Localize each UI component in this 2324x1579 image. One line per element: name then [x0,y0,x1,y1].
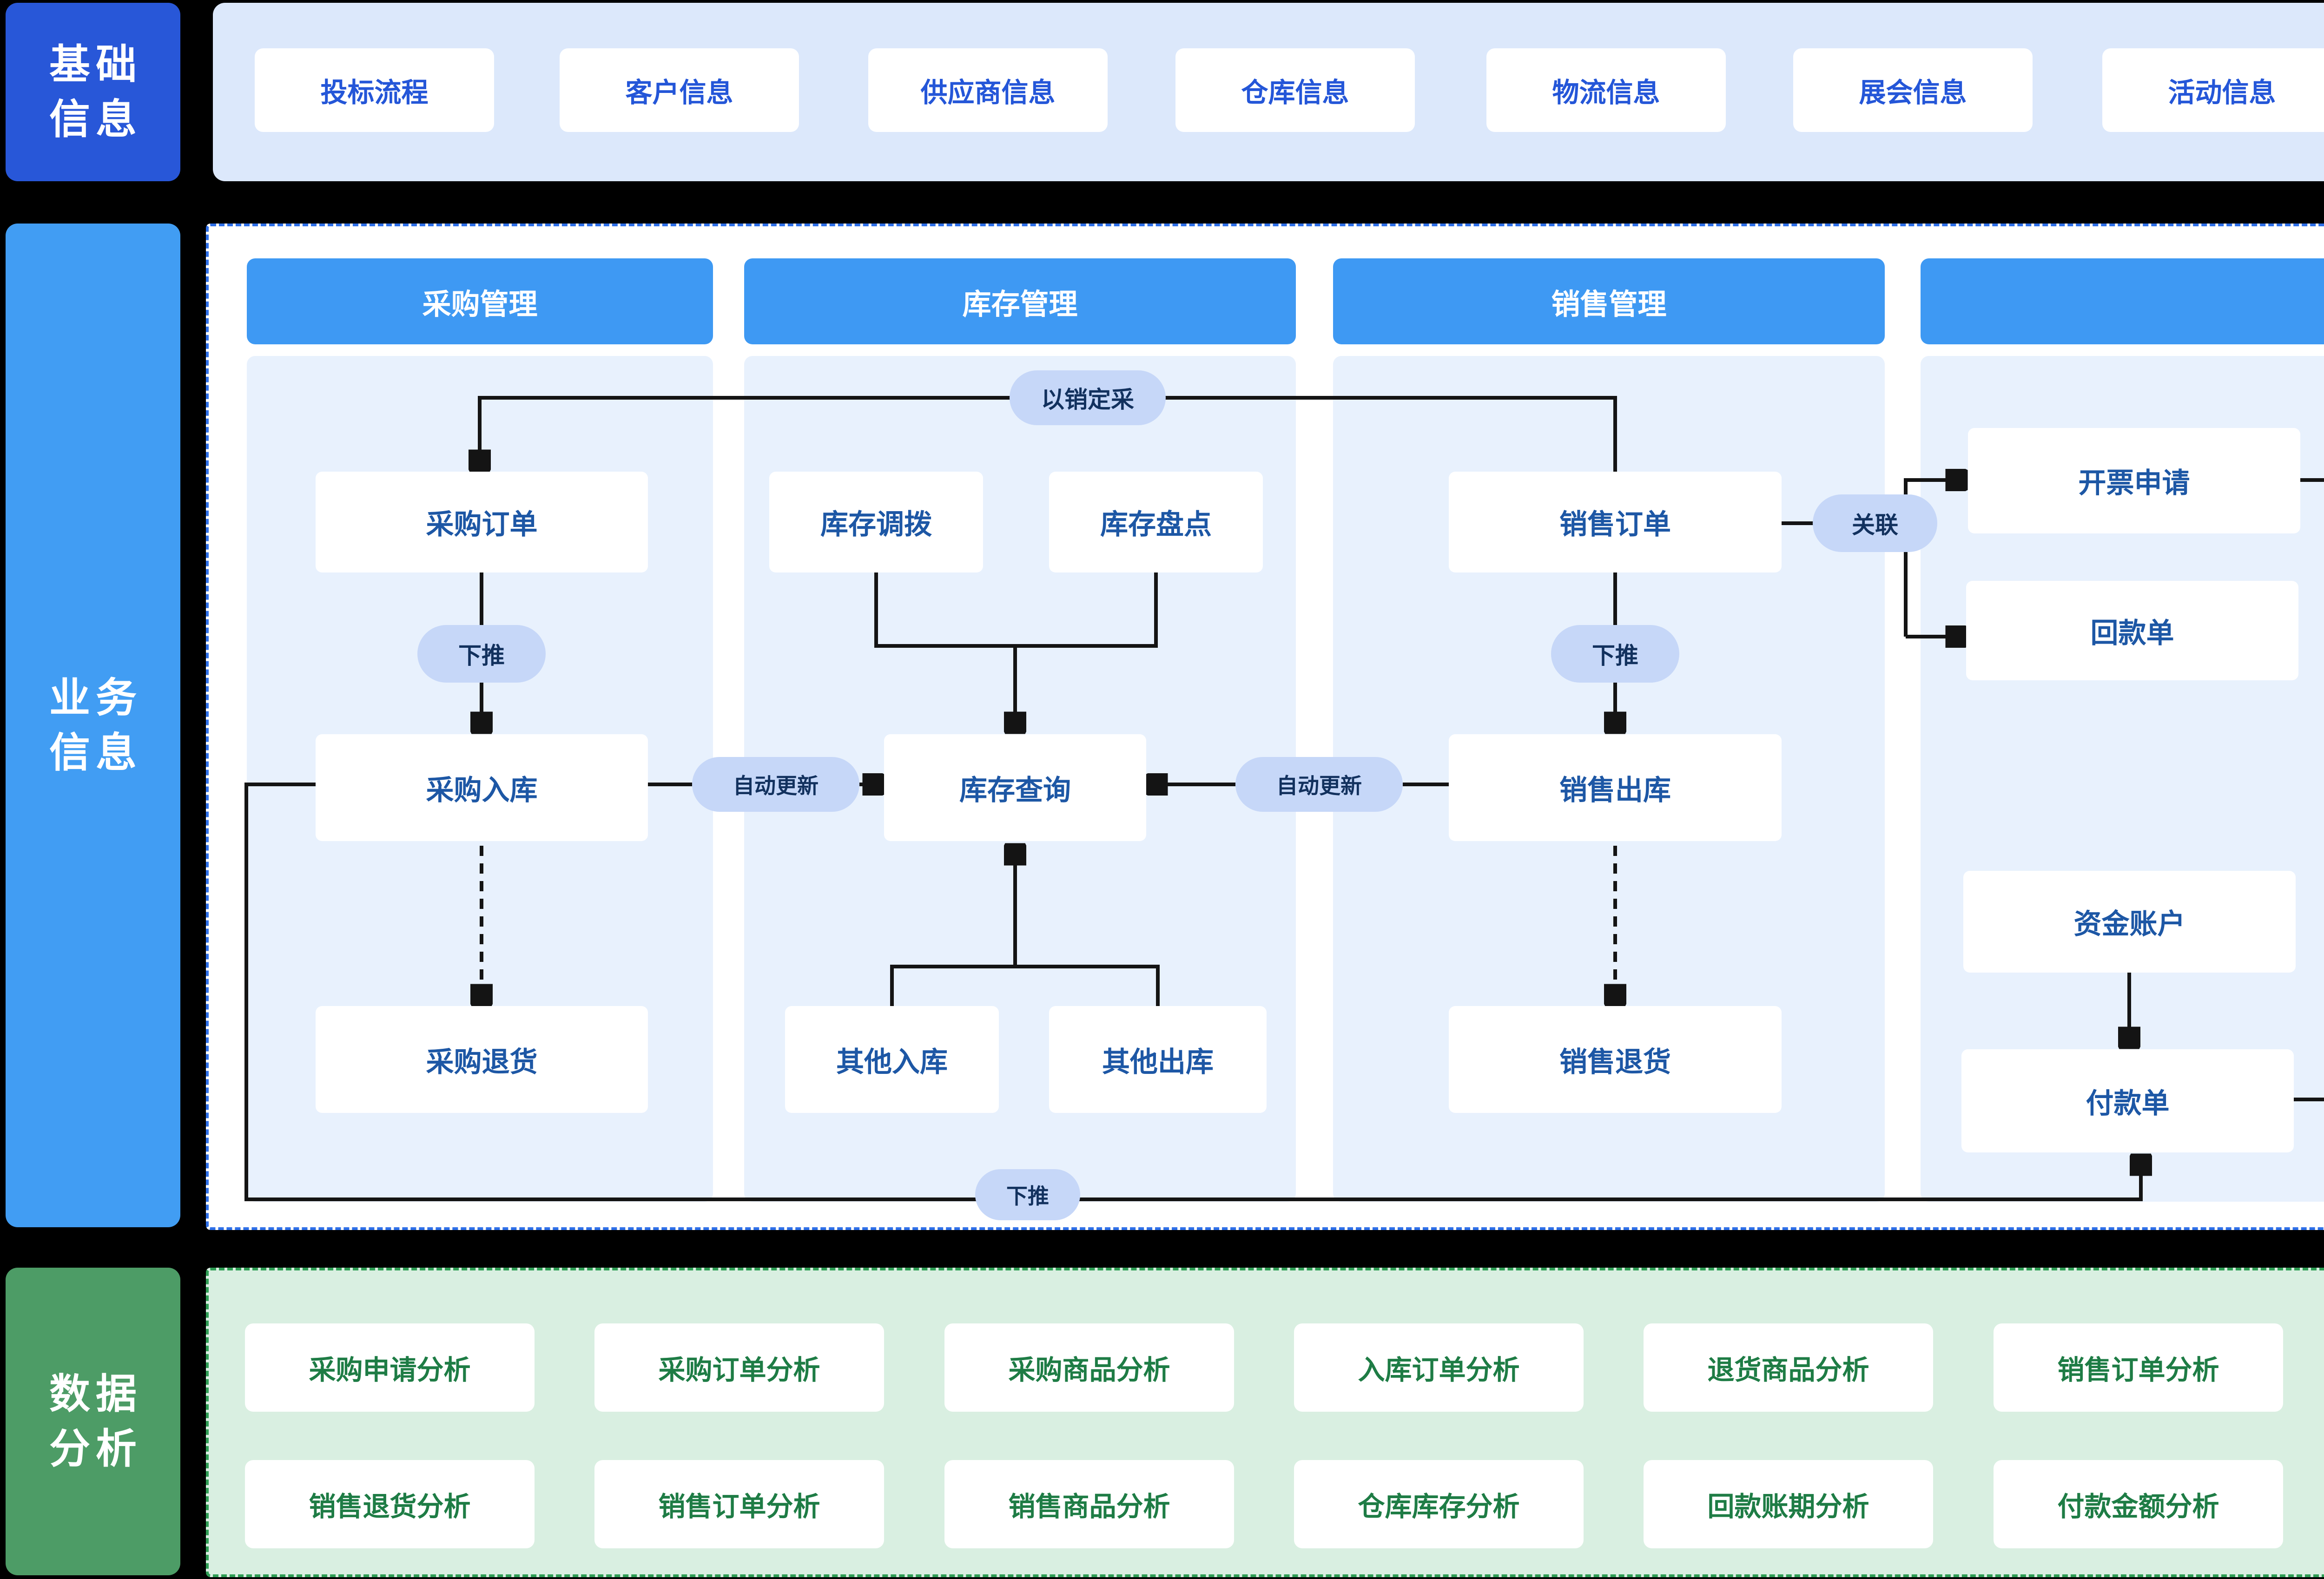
analysis-purchase-goods[interactable]: 采购商品分析 [944,1323,1234,1412]
section-label-line: 信息 [49,730,142,776]
section-label-line: 数据 [49,1371,142,1417]
base-item-warehouse-info[interactable]: 仓库信息 [1175,48,1415,132]
pill-sales-driven-purchase: 以销定采 [1010,370,1166,425]
node-purchase-return[interactable]: 采购退货 [316,1006,648,1113]
base-item-supplier-info[interactable]: 供应商信息 [868,48,1108,132]
node-inventory-count[interactable]: 库存盘点 [1049,472,1263,572]
node-purchase-inbound[interactable]: 采购入库 [316,734,648,841]
node-sales-order[interactable]: 销售订单 [1449,472,1782,572]
section-label-line: 分析 [49,1426,142,1472]
connector-other-in-out-bus [890,965,1160,1006]
node-other-outbound[interactable]: 其他出库 [1049,1006,1267,1113]
column-header-finance: 财务管理 [1921,258,2324,344]
pill-auto-update-left: 自动更新 [692,757,859,812]
node-inventory-transfer[interactable]: 库存调拨 [769,472,983,572]
node-receipt-note[interactable]: 回款单 [1966,581,2298,680]
node-inventory-query[interactable]: 库存查询 [884,734,1146,841]
column-header-purchase: 采购管理 [247,258,713,344]
connector-invoice-request-to-invoice-group [2300,478,2324,482]
connector-transfer-count-bus [874,572,1158,648]
analysis-sales-goods[interactable]: 销售商品分析 [944,1460,1234,1548]
pill-relate: 关联 [1813,494,1937,552]
analysis-receipt-period[interactable]: 回款账期分析 [1644,1460,1933,1548]
column-header-inventory: 库存管理 [744,258,1296,344]
node-other-inbound[interactable]: 其他入库 [785,1006,999,1113]
column-header-sales: 销售管理 [1333,258,1885,344]
base-item-bidding-process[interactable]: 投标流程 [255,48,494,132]
base-item-activity-info[interactable]: 活动信息 [2102,48,2324,132]
base-item-logistics-info[interactable]: 物流信息 [1486,48,1726,132]
analysis-inbound-order[interactable]: 入库订单分析 [1294,1323,1584,1412]
analysis-payment-amount[interactable]: 付款金额分析 [1994,1460,2283,1548]
node-payment-note[interactable]: 付款单 [1961,1049,2294,1152]
base-item-customer-info[interactable]: 客户信息 [560,48,799,132]
analysis-purchase-order[interactable]: 采购订单分析 [594,1323,884,1412]
node-sales-return[interactable]: 销售退货 [1449,1006,1782,1113]
section-label-line: 业务 [49,675,142,721]
section-label-line: 信息 [49,96,142,142]
section-label-base-info: 基础 信息 [6,3,180,181]
pill-auto-update-right: 自动更新 [1235,757,1403,812]
node-fund-account[interactable]: 资金账户 [1963,871,2296,973]
base-item-exhibition-info[interactable]: 展会信息 [1793,48,2033,132]
section-label-line: 基础 [49,41,142,88]
analysis-sales-order-row1[interactable]: 销售订单分析 [1994,1323,2283,1412]
node-invoice-request[interactable]: 开票申请 [1968,428,2300,533]
node-purchase-order[interactable]: 采购订单 [316,472,648,572]
section-label-business-info: 业务 信息 [6,224,180,1227]
data-analysis-section [206,1268,2324,1577]
connector-relate-to-invoice-request [1904,480,1963,637]
pill-push-down-payment: 下推 [975,1169,1080,1220]
analysis-sales-return[interactable]: 销售退货分析 [245,1460,535,1548]
section-label-data-analysis: 数据 分析 [6,1268,180,1575]
pill-push-down-sales: 下推 [1551,625,1679,683]
analysis-warehouse-stock[interactable]: 仓库库存分析 [1294,1460,1584,1548]
analysis-return-goods[interactable]: 退货商品分析 [1644,1323,1933,1412]
node-sales-outbound[interactable]: 销售出库 [1449,734,1782,841]
analysis-sales-order-row2[interactable]: 销售订单分析 [594,1460,884,1548]
connector-purchase-inbound-to-payment [244,783,2141,1201]
pill-push-down-purchase: 下推 [417,625,546,683]
analysis-purchase-request[interactable]: 采购申请分析 [245,1323,535,1412]
